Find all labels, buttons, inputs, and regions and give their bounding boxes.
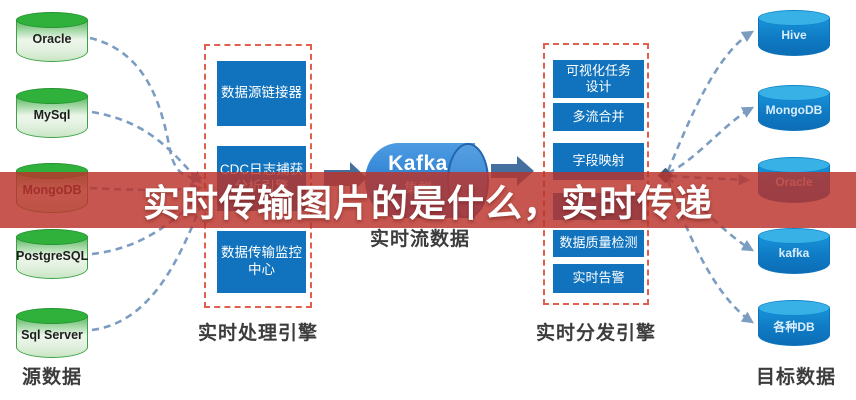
db-label: PostgreSQL bbox=[16, 249, 89, 263]
kafka-name: Kafka bbox=[388, 152, 448, 175]
block-label: 数据传输监控 bbox=[221, 245, 302, 261]
block-label: 多流合并 bbox=[572, 108, 625, 124]
cylinder-top bbox=[758, 228, 830, 244]
block-label: 数据质量检测 bbox=[559, 235, 638, 251]
cylinder-top bbox=[758, 85, 830, 101]
target-db-various: 各种DB bbox=[758, 300, 830, 346]
block-label: 数据源链接器 bbox=[221, 85, 302, 101]
cylinder-top bbox=[758, 157, 830, 173]
source-db-oracle: Oracle bbox=[16, 12, 88, 62]
block-label: 可视化任务 bbox=[565, 62, 631, 78]
block-label: 实时告警 bbox=[572, 270, 625, 286]
cylinder-top bbox=[16, 12, 88, 28]
target-db-mongodb: MongoDB bbox=[758, 85, 830, 131]
block-data-quality-check: 数据质量检测 bbox=[553, 230, 644, 257]
source-caption: 源数据 bbox=[21, 367, 82, 388]
cylinder-top bbox=[16, 229, 88, 245]
block-multi-stream-merge: 多流合并 bbox=[553, 103, 644, 131]
cylinder-top bbox=[758, 10, 830, 26]
title-banner: 实时传输图片的是什么，实时传递 bbox=[0, 172, 856, 228]
block-label-2: 设计 bbox=[585, 79, 612, 94]
source-db-sqlserver: Sql Server bbox=[16, 308, 88, 358]
block-transfer-monitor: 数据传输监控 中心 bbox=[217, 231, 306, 293]
stream-caption: 实时流数据 bbox=[370, 229, 471, 250]
target-db-hive: Hive bbox=[758, 10, 830, 56]
target-caption: 目标数据 bbox=[755, 367, 836, 388]
db-label: Hive bbox=[781, 28, 807, 42]
block-label-2: 中心 bbox=[248, 262, 275, 277]
target-db-kafka: kafka bbox=[758, 228, 830, 274]
db-label: Sql Server bbox=[21, 328, 83, 342]
block-label: 字段映射 bbox=[572, 153, 625, 169]
db-label: MongoDB bbox=[765, 103, 823, 117]
db-label: kafka bbox=[778, 246, 810, 260]
block-datasource-connector: 数据源链接器 bbox=[217, 61, 306, 126]
db-label: Oracle bbox=[32, 32, 72, 46]
source-db-mysql: MySql bbox=[16, 88, 88, 138]
processing-engine-caption: 实时处理引擎 bbox=[197, 323, 318, 344]
banner-title: 实时传输图片的是什么，实时传递 bbox=[143, 183, 713, 224]
block-realtime-alert: 实时告警 bbox=[553, 264, 644, 293]
block-visual-task-design: 可视化任务 设计 bbox=[553, 60, 644, 98]
cylinder-top bbox=[16, 308, 88, 324]
distribution-engine-caption: 实时分发引擎 bbox=[535, 323, 656, 344]
source-db-postgresql: PostgreSQL bbox=[16, 229, 88, 279]
cylinder-top bbox=[758, 300, 830, 316]
cylinder-body bbox=[758, 93, 830, 131]
db-label: MySql bbox=[33, 108, 71, 122]
cylinder-top bbox=[16, 88, 88, 104]
db-label: 各种DB bbox=[773, 320, 815, 334]
